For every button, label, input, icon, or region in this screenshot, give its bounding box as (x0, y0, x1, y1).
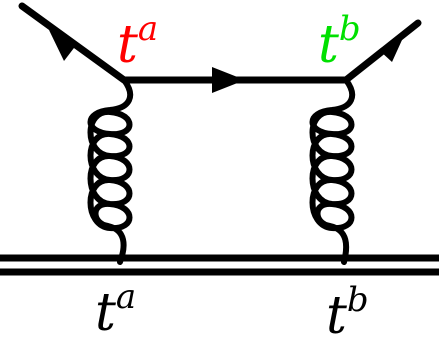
incoming-fermion-line (18, 2, 128, 84)
label-top-left: ta (117, 9, 158, 75)
label-top-right: tb (318, 9, 361, 75)
incoming-arrow-icon (49, 30, 77, 61)
label-bottom-left-sup: a (116, 277, 136, 317)
label-bottom-right: tb (326, 280, 369, 338)
propagator-arrow-icon (212, 67, 245, 93)
label-top-left-sup: a (138, 9, 158, 49)
outgoing-arrow-icon (379, 29, 407, 62)
outgoing-fermion-line (342, 19, 422, 84)
right-gluon (309, 77, 356, 265)
label-bottom-left: ta (95, 277, 136, 338)
propagator-line (124, 67, 346, 93)
double-line (0, 254, 439, 276)
left-gluon (87, 77, 134, 265)
label-top-right-sup: b (339, 9, 361, 49)
label-bottom-right-sup: b (347, 280, 369, 320)
